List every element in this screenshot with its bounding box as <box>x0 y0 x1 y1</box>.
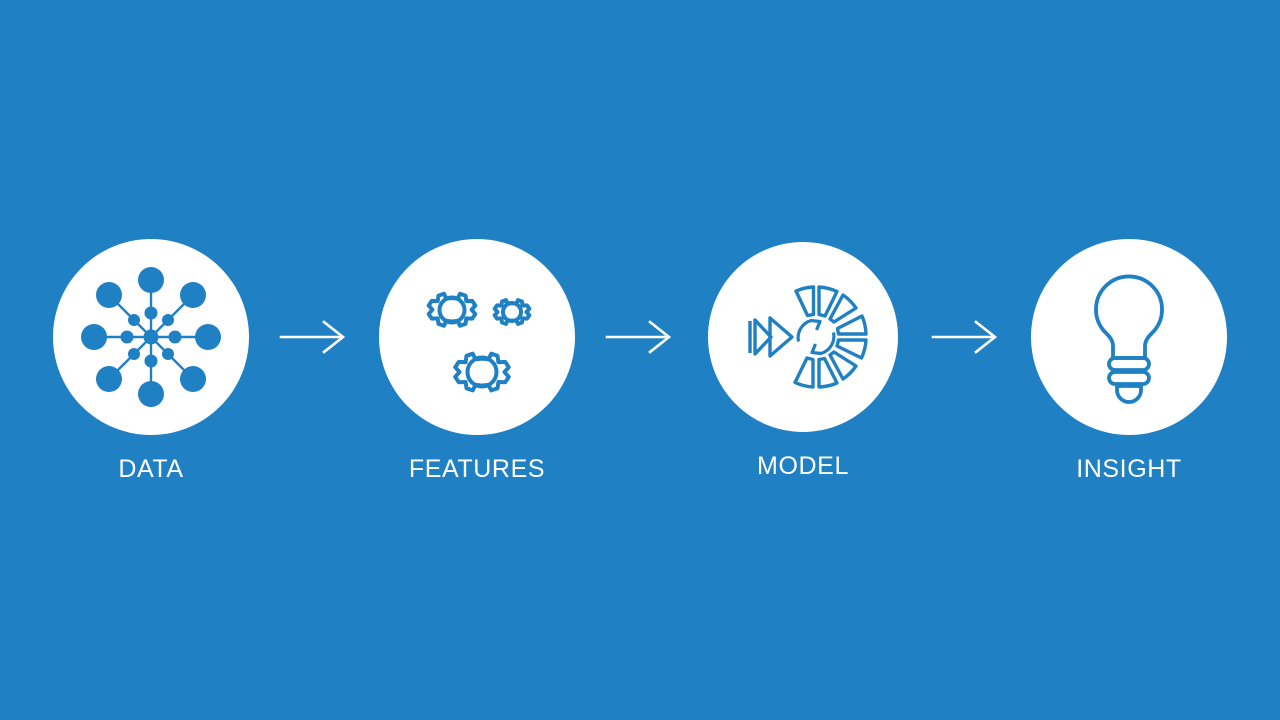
connector-features-to-model <box>575 239 705 435</box>
arrow-right-icon <box>931 319 998 354</box>
stage-label-insight: INSIGHT <box>1076 454 1182 483</box>
lightbulb-icon <box>1094 274 1164 404</box>
stage-label-features: FEATURES <box>408 454 546 483</box>
gears-icon <box>426 291 532 392</box>
stage-model[interactable]: MODEL <box>705 241 901 480</box>
stage-data-disc <box>53 238 249 435</box>
stage-insight[interactable]: INSIGHT <box>1031 238 1227 483</box>
stage-label-model: MODEL <box>757 451 849 480</box>
connector-data-to-features <box>249 239 379 435</box>
stage-data[interactable]: DATA <box>53 238 249 483</box>
stage-features[interactable]: FEATURES <box>379 238 575 483</box>
stage-insight-disc <box>1031 238 1227 435</box>
arrow-right-icon <box>279 319 346 354</box>
arrow-right-icon <box>605 319 672 354</box>
stage-model-disc <box>708 241 898 432</box>
connector-model-to-insight <box>901 239 1031 435</box>
stage-label-data: DATA <box>118 454 184 483</box>
stage-features-disc <box>379 238 575 435</box>
segmented-wheel-icon <box>748 284 868 389</box>
network-nodes-icon <box>81 266 221 407</box>
